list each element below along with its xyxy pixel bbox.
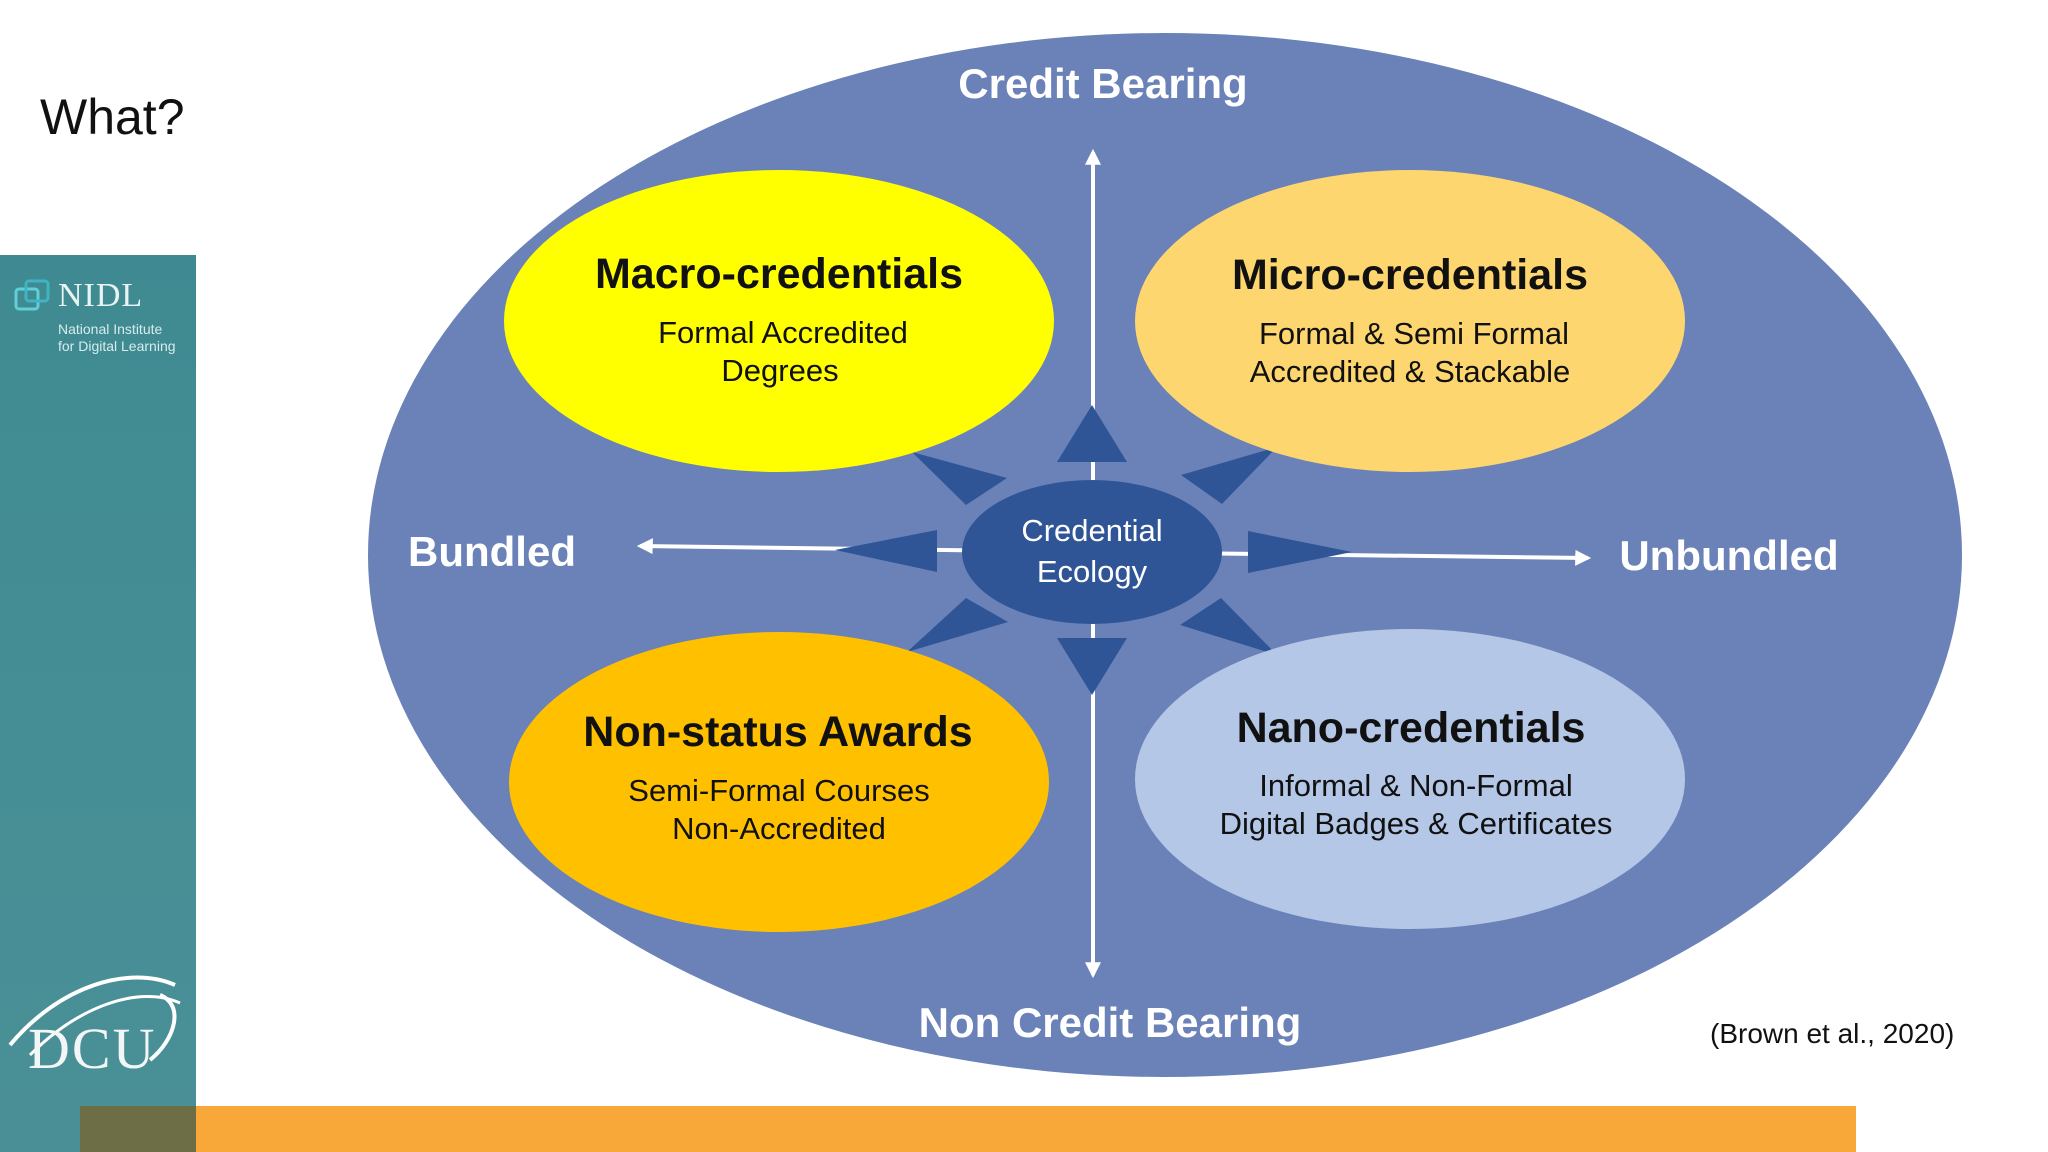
- nidl-subtitle-line2: for Digital Learning: [58, 338, 176, 354]
- nano-credentials-line2: Digital Badges & Certificates: [1220, 806, 1613, 841]
- arrowhead-lower-left: [907, 598, 1008, 652]
- nano-credentials-ellipse: [1135, 629, 1685, 929]
- macro-credentials-title: Macro-credentials: [595, 250, 963, 298]
- non-status-awards-ellipse: [509, 632, 1049, 932]
- non-status-awards-line2: Non-Accredited: [672, 811, 886, 846]
- nidl-mark-icon: [14, 279, 50, 311]
- nano-credentials-title: Nano-credentials: [1237, 704, 1586, 752]
- slide-title: What?: [40, 89, 185, 145]
- arrowhead-down: [1057, 638, 1127, 695]
- brand-sidebar: NIDL National Institute for Digital Lear…: [0, 255, 196, 1152]
- nidl-subtitle: National Institute for Digital Learning: [58, 321, 208, 355]
- dcu-wordmark: DCU: [28, 1016, 157, 1081]
- center-label-line2: Ecology: [1037, 554, 1148, 589]
- macro-credentials-line1: Formal Accredited: [658, 315, 908, 350]
- bottom-accent-bar-shade: [80, 1106, 196, 1152]
- non-status-awards-title: Non-status Awards: [583, 708, 972, 756]
- macro-credentials-line2: Degrees: [721, 353, 838, 388]
- axis-label-left: Bundled: [408, 528, 576, 575]
- axis-label-top: Credit Bearing: [958, 60, 1247, 107]
- arrowhead-left: [835, 530, 937, 572]
- bottom-accent-bar: [80, 1106, 1856, 1152]
- arrowhead-upper-left: [912, 452, 1007, 505]
- nano-credentials-line1: Informal & Non-Formal: [1259, 768, 1573, 803]
- arrowhead-lower-right: [1180, 598, 1277, 655]
- arrowhead-upper-right: [1181, 447, 1277, 504]
- micro-credentials-line1: Formal & Semi Formal: [1259, 316, 1569, 351]
- micro-credentials-title: Micro-credentials: [1232, 251, 1588, 299]
- axis-label-right: Unbundled: [1619, 532, 1838, 579]
- nidl-subtitle-line1: National Institute: [58, 321, 163, 337]
- center-label-line1: Credential: [1021, 513, 1162, 548]
- nidl-wordmark: NIDL: [58, 277, 144, 314]
- citation: (Brown et al., 2020): [1710, 1018, 1955, 1049]
- macro-credentials-ellipse: [504, 170, 1054, 472]
- axis-label-bottom: Non Credit Bearing: [919, 999, 1302, 1046]
- credential-ecology-ellipse: [962, 480, 1222, 624]
- non-status-awards-line1: Semi-Formal Courses: [628, 773, 929, 808]
- arrowhead-right: [1248, 531, 1352, 573]
- arrowhead-up: [1057, 405, 1127, 462]
- micro-credentials-ellipse: [1135, 170, 1685, 472]
- micro-credentials-line2: Accredited & Stackable: [1250, 354, 1571, 389]
- dcu-swoosh-icon: [8, 975, 181, 1062]
